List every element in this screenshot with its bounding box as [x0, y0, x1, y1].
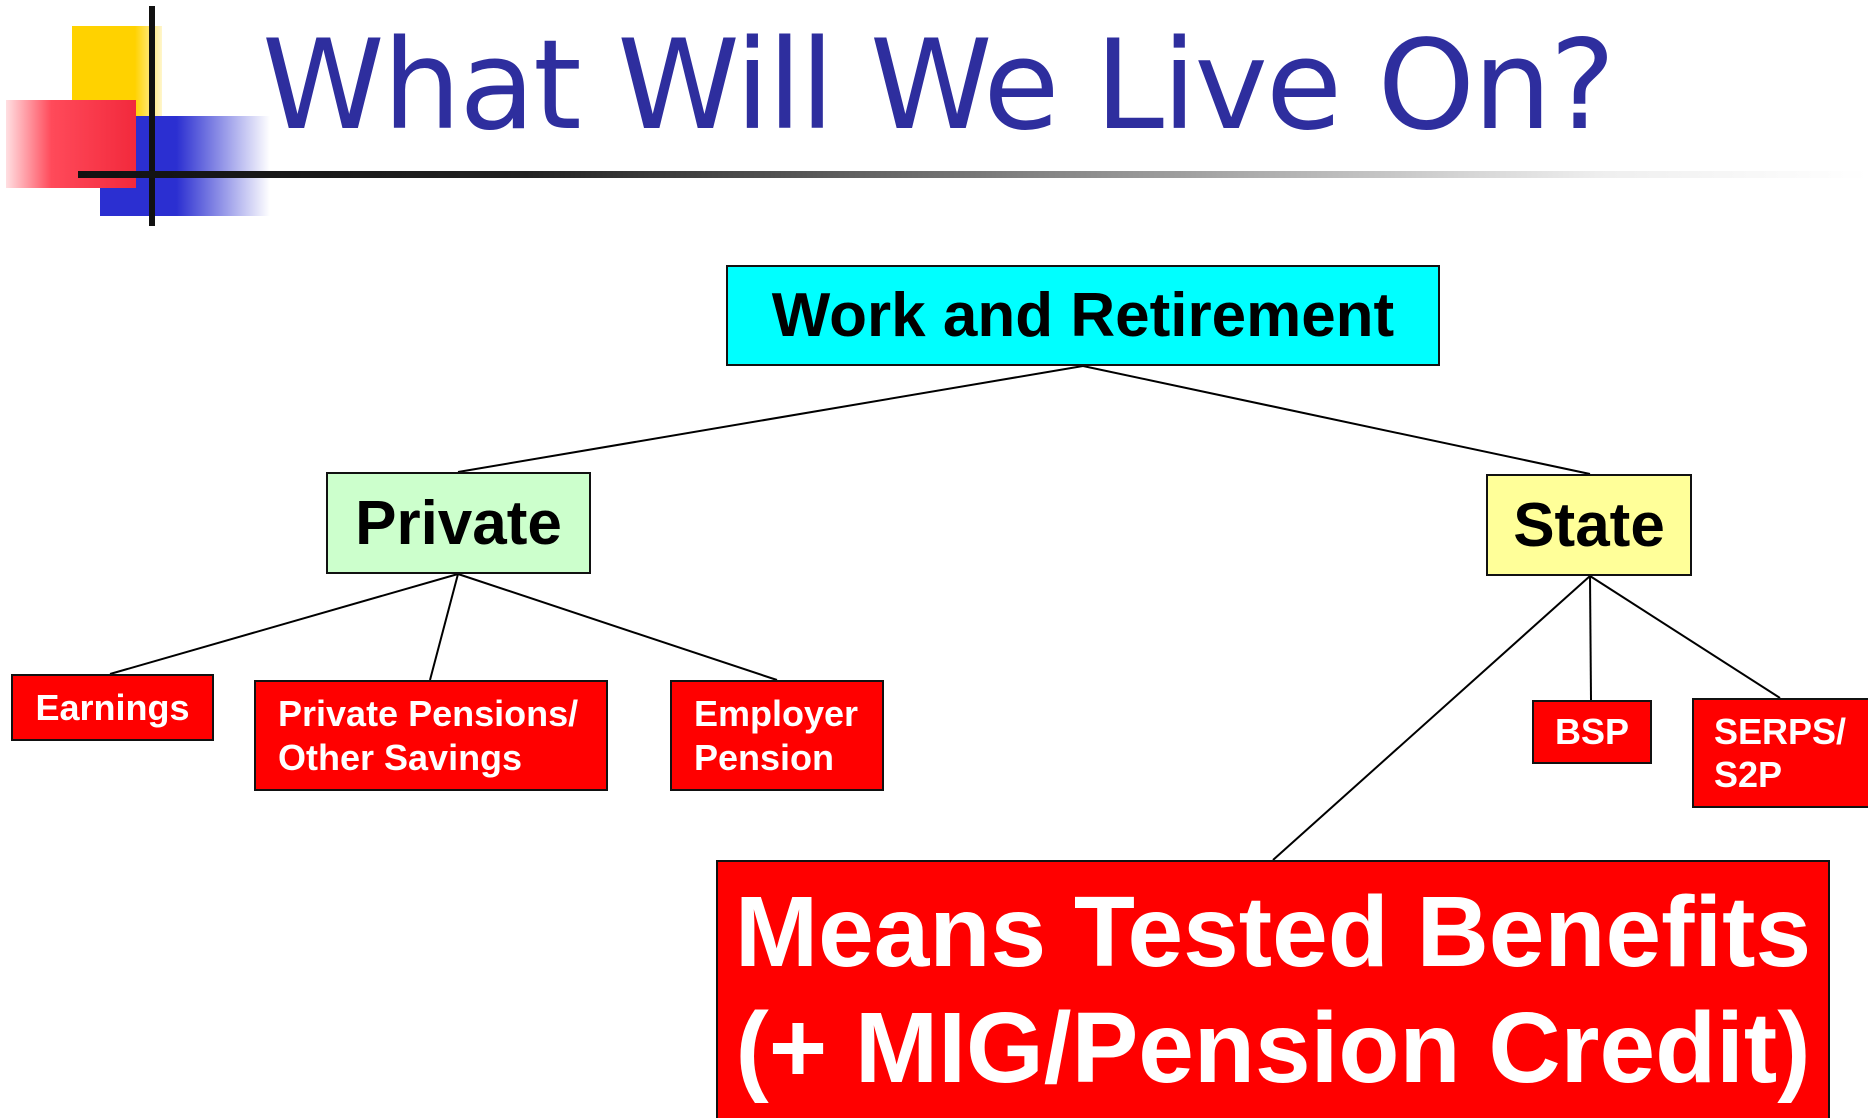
connector-private-employer [457, 573, 778, 681]
connector-state-serps [1589, 575, 1781, 699]
node-label: BSP [1554, 711, 1630, 753]
node-label: Private [355, 488, 562, 558]
node-label: SERPS/ S2P [1714, 710, 1847, 795]
node-employer-pension: Employer Pension [670, 680, 884, 791]
node-label: Private Pensions/ Other Savings [278, 693, 579, 778]
node-means-tested-benefits: Means Tested Benefits (+ MIG/Pension Cre… [716, 860, 1830, 1118]
node-work-and-retirement: Work and Retirement [726, 265, 1440, 366]
node-label: Means Tested Benefits (+ MIG/Pension Cre… [734, 876, 1812, 1104]
node-label: Earnings [35, 686, 190, 728]
node-label: Employer Pension [694, 693, 859, 778]
node-label: Work and Retirement [771, 281, 1395, 350]
node-label: State [1513, 490, 1665, 560]
node-state: State [1486, 474, 1692, 576]
node-bsp: BSP [1532, 700, 1652, 764]
slide-title: What Will We Live On? [262, 14, 1616, 158]
node-serps-s2p: SERPS/ S2P [1692, 698, 1868, 808]
connector-state-means [1272, 575, 1591, 861]
node-earnings: Earnings [11, 674, 214, 741]
connector-root-state [1082, 365, 1591, 475]
node-private: Private [326, 472, 591, 574]
connector-state-bsp [1589, 575, 1592, 701]
title-ornament-vertical-line [149, 6, 155, 226]
connector-private-pensions [429, 573, 459, 681]
title-underline [78, 171, 1868, 178]
connector-root-private [457, 365, 1084, 473]
connector-private-earnings [109, 573, 459, 675]
node-private-pensions-other-savings: Private Pensions/ Other Savings [254, 680, 608, 791]
